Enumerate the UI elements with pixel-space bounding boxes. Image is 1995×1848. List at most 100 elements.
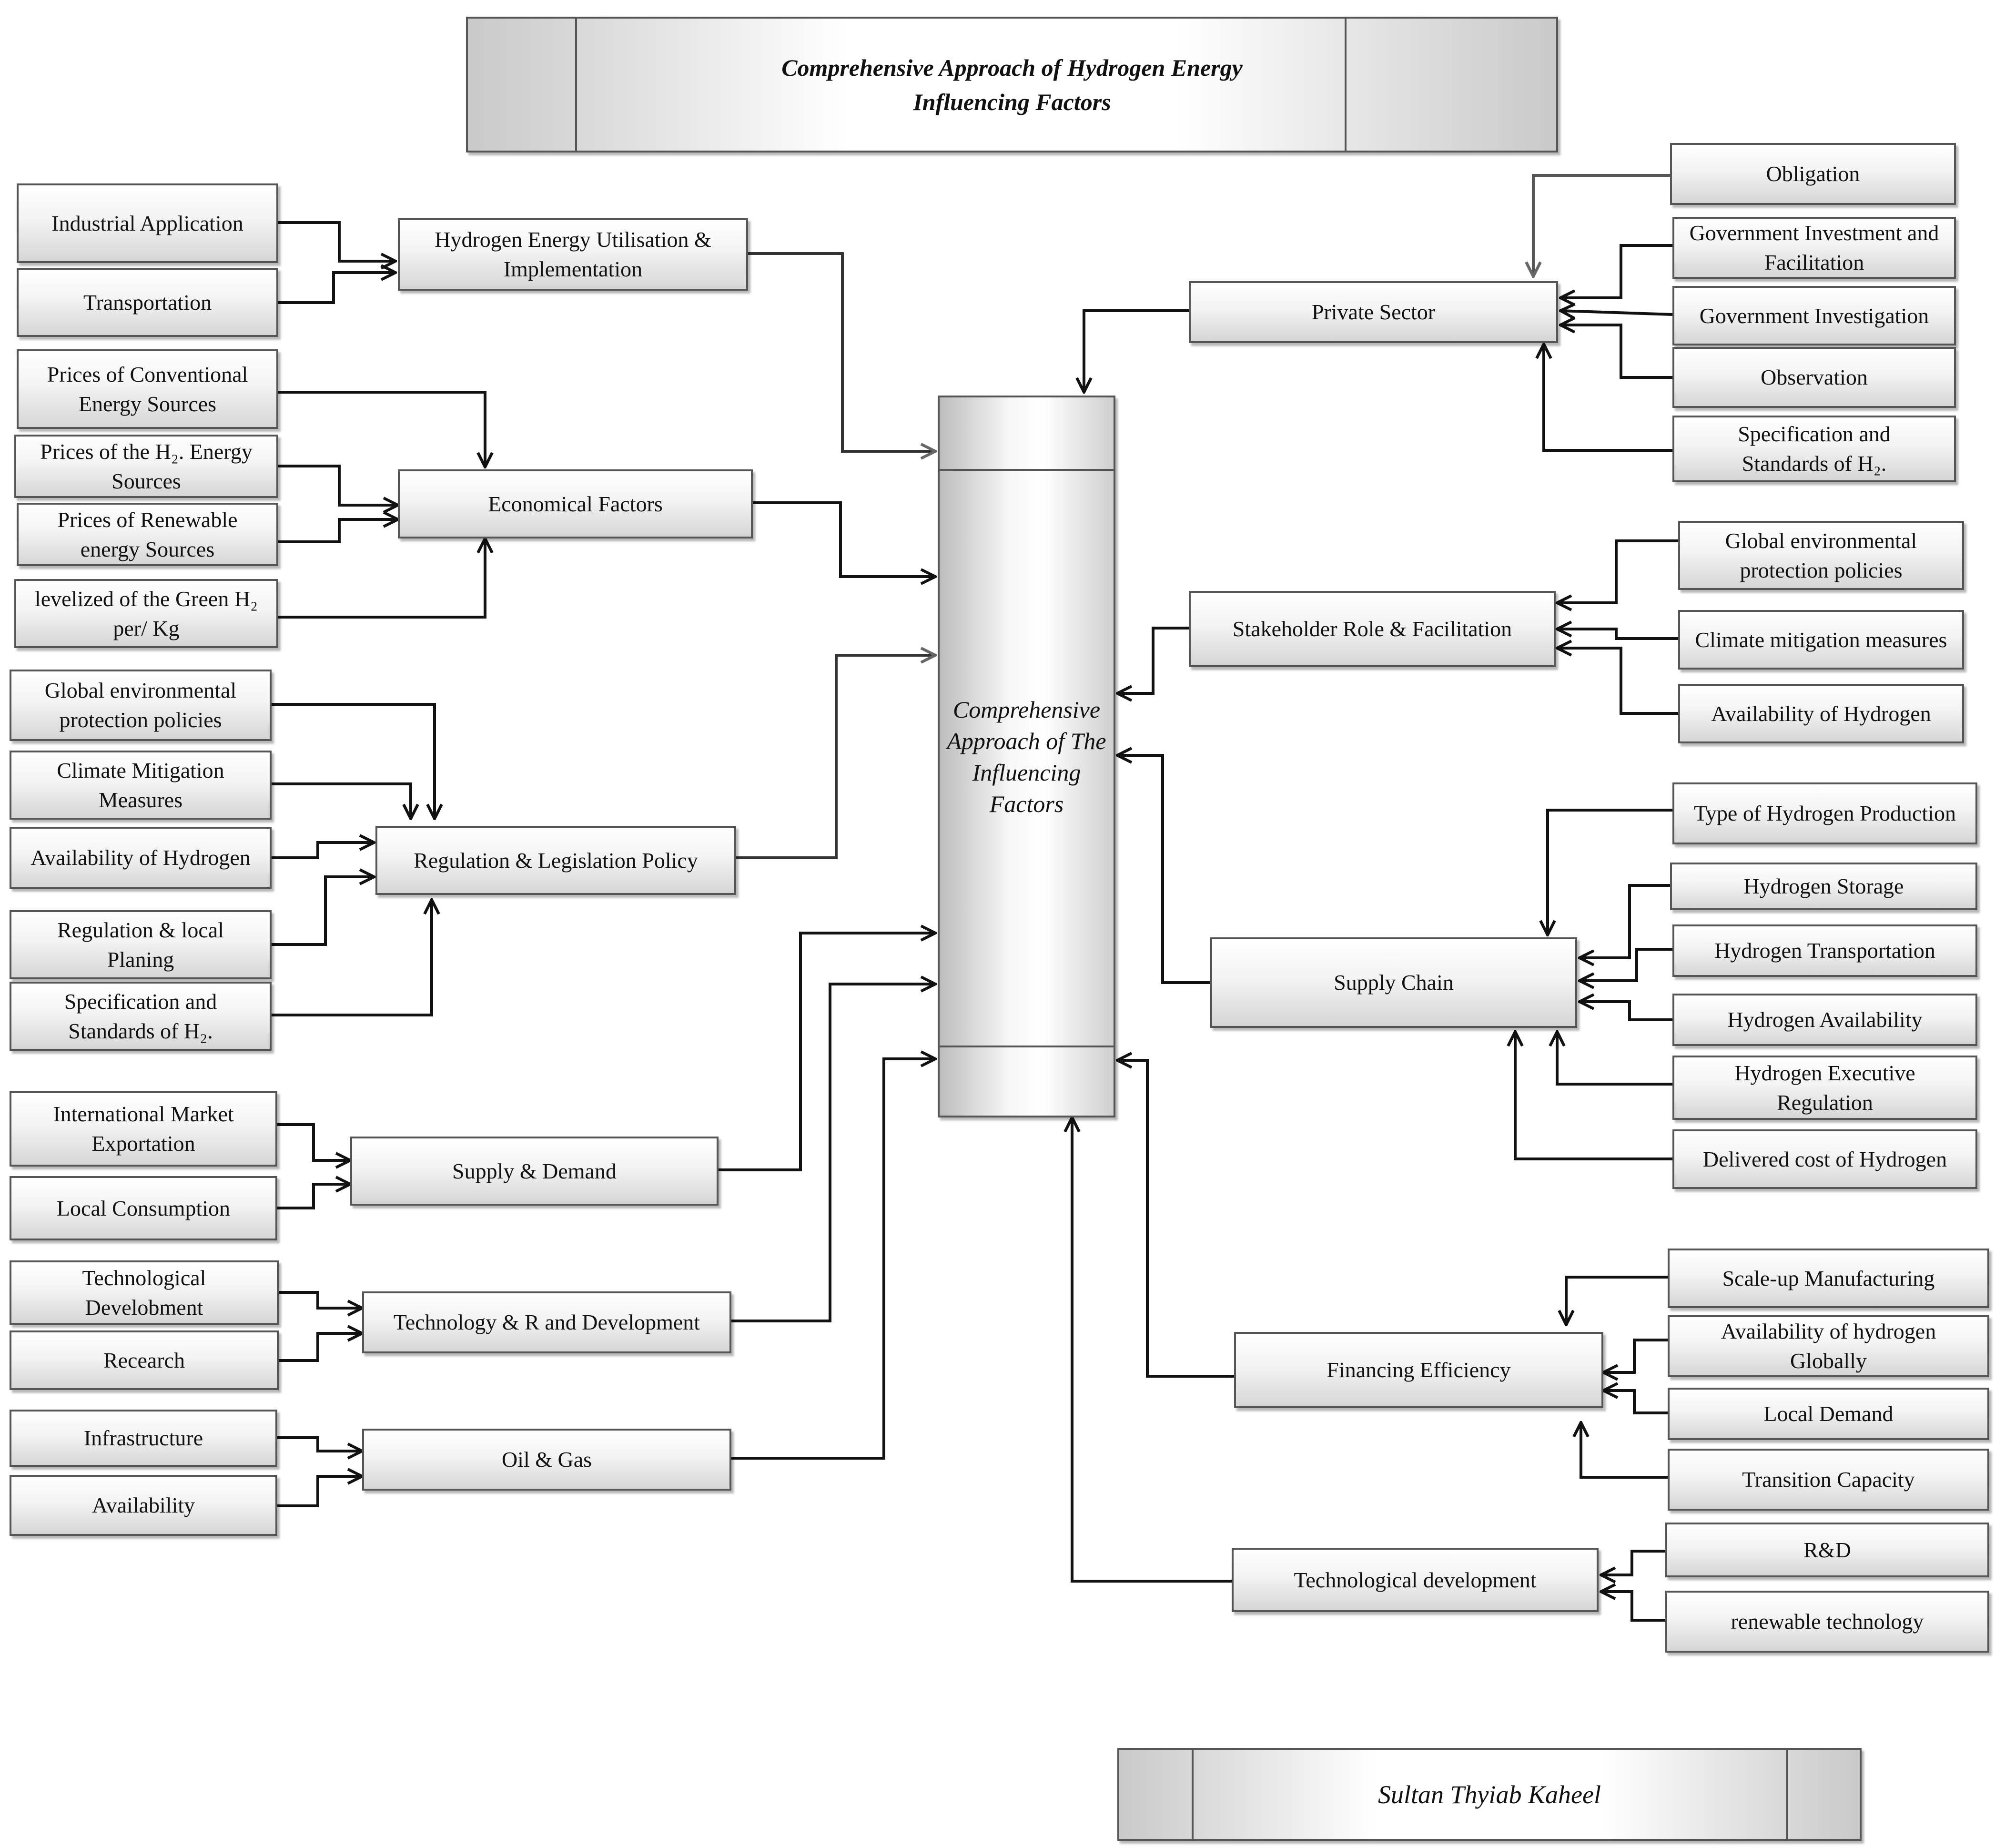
factor-input-right-private-sector-inputs-0: Obligation [1670, 143, 1956, 205]
connector [731, 984, 935, 1322]
connector [1601, 1592, 1665, 1622]
author-box: Sultan Thyiab Kaheel [1117, 1748, 1862, 1841]
factor-label-line: Observation [1761, 365, 1868, 389]
connector [1560, 244, 1672, 298]
factor-input-left-technology-rd-inputs-1: Recearch [10, 1330, 279, 1390]
factor-label-line: Prices of Conventional [47, 362, 248, 386]
connector [719, 933, 935, 1171]
factor-label-line: Prices of the H₂. Energy [40, 439, 253, 464]
factor-label-line: Global environmental [44, 678, 237, 702]
factor-label-line: energy Sources [80, 537, 215, 561]
factor-group-right-supply-chain-main: Supply Chain [1210, 937, 1577, 1028]
connector [1580, 948, 1672, 981]
factor-label-line: Standards of H₂. [68, 1018, 213, 1043]
connector [1117, 755, 1210, 984]
factor-label-line: Implementation [503, 257, 643, 281]
connector [1581, 1422, 1668, 1479]
connector [1117, 627, 1189, 693]
factor-label-line: Local Demand [1763, 1401, 1894, 1426]
factor-label: Infrastructure [84, 1423, 203, 1453]
factor-input-left-hydrogen-utilisation-inputs-1: Transportation [17, 268, 278, 337]
connector [277, 1123, 350, 1160]
factor-group-right-private-sector-main: Private Sector [1189, 281, 1558, 343]
factor-label: Hydrogen Transportation [1714, 936, 1935, 965]
factor-label-line: Government Investigation [1699, 303, 1929, 328]
factor-input-right-supply-chain-inputs-1: Hydrogen Storage [1670, 863, 1977, 910]
connector [1560, 311, 1673, 315]
factor-label-line: Economical Factors [488, 491, 663, 516]
factor-input-right-private-sector-inputs-2: Government Investigation [1672, 286, 1956, 345]
factor-label-line: Climate mitigation measures [1695, 627, 1947, 652]
factor-label-line: Transportation [83, 290, 212, 315]
factor-label-line: Planing [107, 947, 174, 972]
factor-label-line: Regulation [1777, 1090, 1873, 1115]
center-line-3: Influencing [972, 759, 1081, 786]
factor-label-line: International Market [53, 1102, 234, 1126]
factor-label: Availability of Hydrogen [30, 843, 251, 873]
connector [278, 273, 395, 304]
factor-label-line: Hydrogen Transportation [1714, 938, 1935, 963]
connector [272, 703, 435, 819]
factor-label-line: Energy Sources [78, 391, 217, 416]
factor-group-left-economical-main: Economical Factors [398, 469, 753, 538]
factor-label-line: Transition Capacity [1742, 1467, 1915, 1492]
factor-input-right-financing-inputs-2: Local Demand [1668, 1388, 1989, 1440]
factor-label: Government Investigation [1700, 301, 1929, 331]
factor-input-left-oil-gas-inputs-0: Infrastructure [10, 1410, 277, 1467]
factor-label-line: Technology & R and Development [393, 1310, 700, 1334]
factor-input-right-financing-inputs-3: Transition Capacity [1668, 1449, 1989, 1511]
factor-label-line: renewable technology [1731, 1609, 1924, 1634]
author-name: Sultan Thyiab Kaheel [1378, 1780, 1601, 1809]
factor-group-right-stakeholder-main: Stakeholder Role & Facilitation [1189, 591, 1556, 667]
factor-label: Recearch [103, 1346, 185, 1375]
factor-group-left-technology-rd-main: Technology & R and Development [362, 1291, 731, 1353]
connector [1533, 174, 1670, 276]
connector [748, 252, 935, 451]
connector [278, 391, 485, 467]
connector [736, 655, 935, 859]
connector [1566, 1276, 1668, 1325]
factor-input-left-regulation-inputs-2: Availability of Hydrogen [10, 827, 272, 889]
factor-label-line: Hydrogen Energy Utilisation & [435, 227, 711, 252]
factor-label-line: Hydrogen Executive [1734, 1060, 1915, 1085]
factor-group-right-tech-dev-main: Technological development [1232, 1548, 1599, 1612]
connector [1515, 1032, 1672, 1160]
connector [1557, 648, 1678, 715]
connector [1072, 1117, 1232, 1583]
connector [1544, 344, 1672, 452]
factor-input-right-supply-chain-inputs-5: Delivered cost of Hydrogen [1672, 1129, 1977, 1189]
factor-label-line: Availability of hydrogen [1721, 1319, 1936, 1343]
factor-label-line: Availability of Hydrogen [1711, 701, 1931, 726]
connector [272, 877, 374, 946]
factor-label: Hydrogen Energy Utilisation & Implementat… [435, 225, 711, 284]
factor-label-line: Hydrogen Storage [1743, 874, 1904, 898]
factor-label-line: Supply & Demand [452, 1158, 617, 1183]
connector [1548, 809, 1672, 935]
factor-input-left-supply-demand-inputs-1: Local Consumption [10, 1176, 277, 1240]
factor-input-right-supply-chain-inputs-2: Hydrogen Transportation [1672, 924, 1977, 977]
factor-label-line: Technological development [1294, 1567, 1537, 1592]
factor-input-right-supply-chain-inputs-0: Type of Hydrogen Production [1672, 782, 1977, 844]
factor-input-left-oil-gas-inputs-1: Availability [10, 1475, 277, 1536]
factor-input-right-private-sector-inputs-3: Observation [1672, 347, 1956, 408]
factor-label-line: Sources [111, 468, 181, 493]
title-box: Comprehensive Approach of Hydrogen Energ… [466, 17, 1558, 152]
factor-input-right-tech-dev-inputs-0: R&D [1665, 1523, 1989, 1577]
factor-group-left-regulation-main: Regulation & Legislation Policy [375, 826, 736, 895]
factor-label-line: Industrial Application [51, 211, 243, 235]
